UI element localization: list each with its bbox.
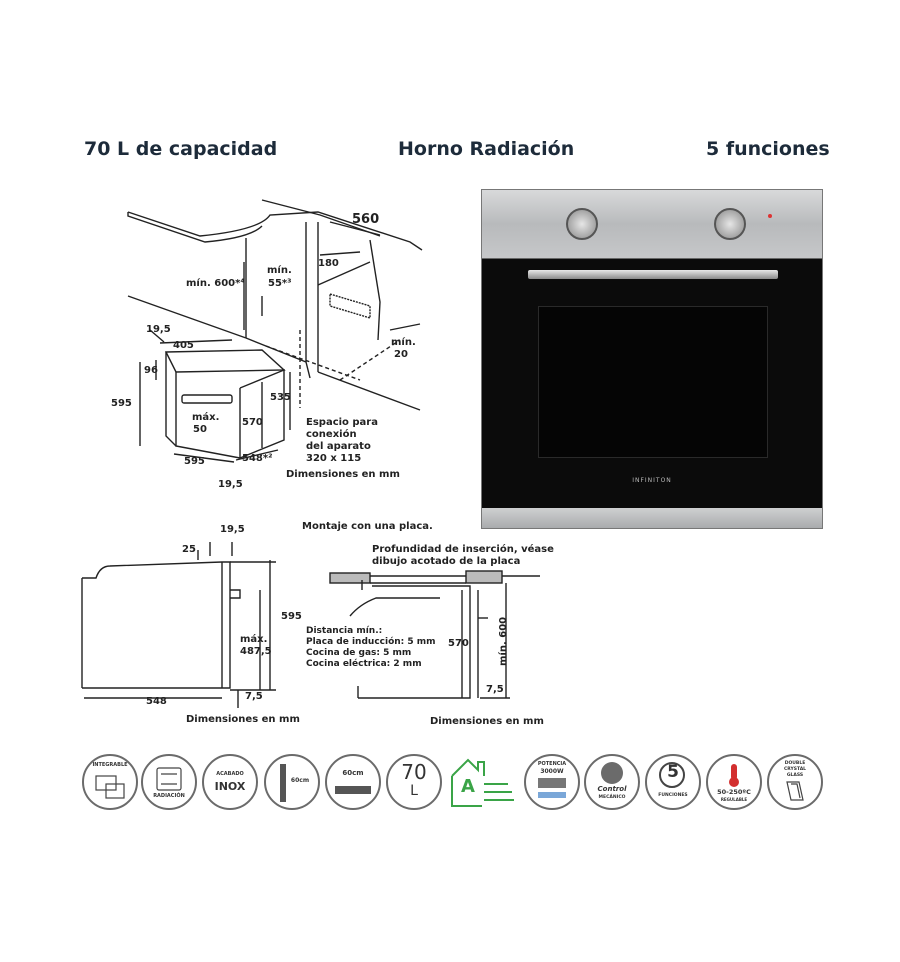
dim-595-bottom: 595 [184, 456, 205, 467]
functions-5-icon: 5 FUNCIONES [645, 754, 701, 810]
capacity-heading: 70 L de capacidad [84, 138, 278, 160]
oven-knob-right [714, 208, 746, 240]
space-label-l1: Espacio para [306, 417, 378, 428]
side-dim-595: 595 [281, 611, 302, 622]
mount-dim-7-5: 7,5 [486, 684, 504, 695]
oven-indicator-light [768, 214, 772, 218]
dim-19-5-top: 19,5 [146, 324, 171, 335]
space-label-l4: 320 x 115 [306, 453, 362, 464]
oven-image: INFINITON [482, 190, 822, 528]
dim-max-50-l1: máx. [192, 412, 220, 423]
dim-180: 180 [318, 258, 339, 269]
oven-window [538, 306, 768, 458]
oven-knob-left [566, 208, 598, 240]
inox-finish-icon: ACABADO INOX [202, 754, 258, 810]
dim-96: 96 [144, 365, 158, 376]
side-max-l1: máx. [240, 634, 268, 645]
dim-max-50-l2: 50 [193, 424, 207, 435]
oven-control-panel [482, 190, 822, 259]
dim-570: 570 [242, 417, 263, 428]
oven-handle [528, 270, 778, 279]
oven-type-heading: Horno Radiación [398, 138, 575, 160]
dim-535: 535 [270, 392, 291, 403]
temperature-icon: 50-250ºC REGULABLE [706, 754, 762, 810]
mount-min-600: mín. 600 [498, 616, 509, 666]
dim-min-600: mín. 600*⁴ [186, 278, 245, 289]
dim-405: 405 [173, 340, 194, 351]
height-60cm-icon: 60cm [264, 754, 320, 810]
side-dim-19-5: 19,5 [220, 524, 245, 535]
mount-depth-l2: dibujo acotado de la placa [372, 556, 521, 567]
space-label-l3: del aparato [306, 441, 371, 452]
dims-mm-mount: Dimensiones en mm [430, 716, 544, 727]
functions-heading: 5 funciones [706, 138, 830, 160]
dim-548: 548*² [242, 453, 273, 464]
dim-min-20-l2: 20 [394, 349, 408, 360]
side-dim-25: 25 [182, 544, 196, 555]
double-glass-icon: DOUBLE CRYSTAL GLASS [767, 754, 823, 810]
width-60cm-icon: 60cm [325, 754, 381, 810]
dim-min-55-l1: mín. [267, 265, 292, 276]
integrable-icon: INTEGRABLE [82, 754, 138, 810]
dims-mm-top: Dimensiones en mm [286, 469, 400, 480]
space-label-l2: conexión [306, 429, 357, 440]
side-dim-548: 548 [146, 696, 167, 707]
power-3000w-icon: POTENCIA 3000W [524, 754, 580, 810]
mechanical-control-icon: Control MECÁNICO [584, 754, 640, 810]
capacity-70l-icon: 70 L [386, 754, 442, 810]
mount-dist-title: Distancia mín.: [306, 626, 383, 636]
side-dim-7-5: 7,5 [245, 691, 263, 702]
oven-brand: INFINITON [632, 477, 672, 484]
dim-min-55-l2: 55*³ [268, 278, 292, 289]
mount-title: Montaje con una placa. [302, 521, 433, 532]
mount-depth-l1: Profundidad de inserción, véase [372, 544, 554, 555]
dim-min-20-l1: mín. [391, 337, 416, 348]
radiacion-icon: RADIACIÓN [141, 754, 197, 810]
dims-mm-side: Dimensiones en mm [186, 714, 300, 725]
mount-dist-electric: Cocina eléctrica: 2 mm [306, 659, 422, 669]
mount-dim-570: 570 [448, 638, 469, 649]
dim-595-left: 595 [111, 398, 132, 409]
side-max-l2: 487,5 [240, 646, 272, 657]
oven-bottom-strip [482, 508, 822, 528]
dim-19-5-bottom: 19,5 [218, 479, 243, 490]
energy-class-icon: A [446, 754, 516, 810]
mount-dist-gas: Cocina de gas: 5 mm [306, 648, 412, 658]
mount-dist-induction: Placa de inducción: 5 mm [306, 637, 436, 647]
dim-560: 560 [352, 212, 380, 227]
